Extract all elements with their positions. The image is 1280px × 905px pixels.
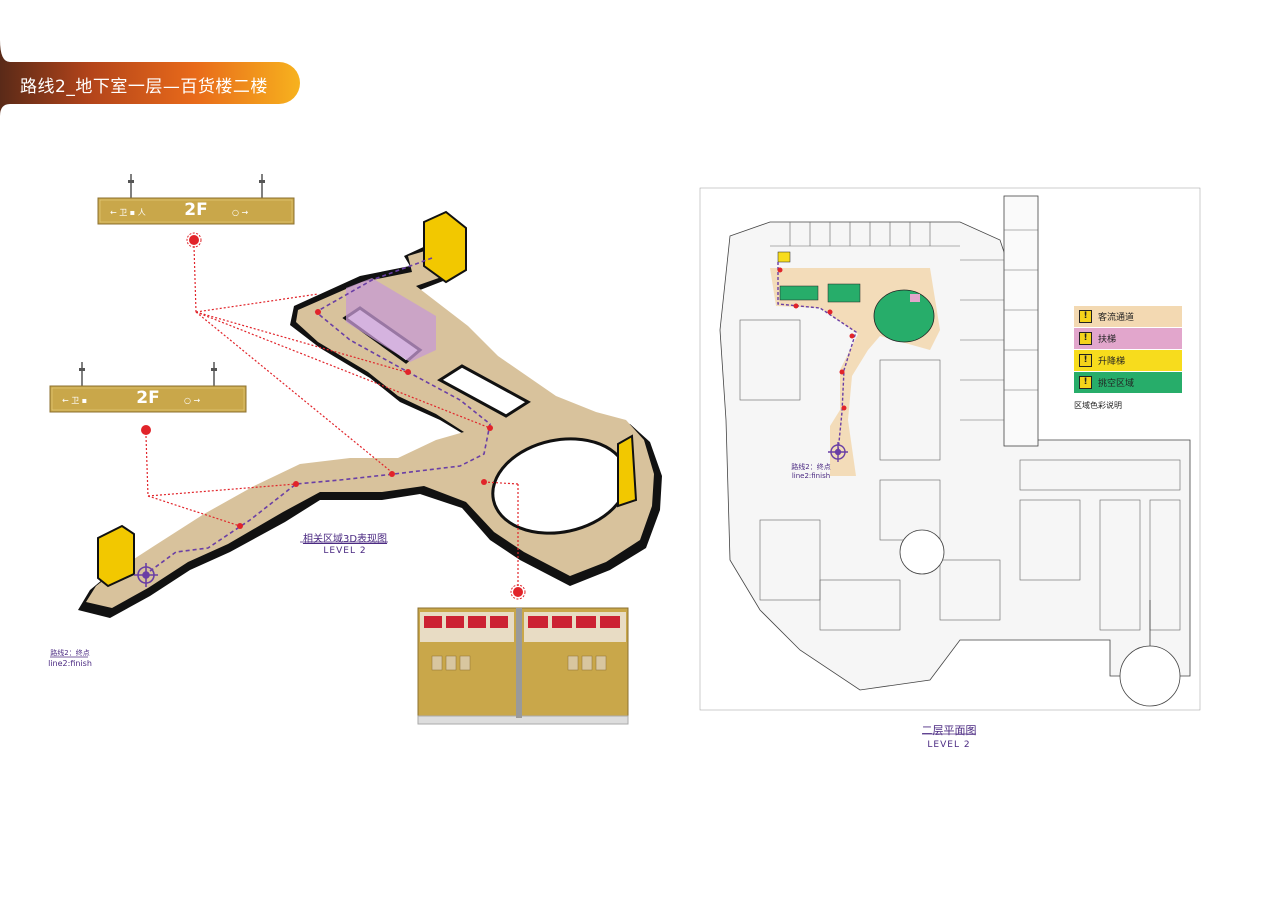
3d-elevator-2 [617, 434, 638, 508]
banner-tail-bottom [0, 104, 10, 116]
legend-title: 区域色彩说明 [1074, 401, 1122, 410]
legend-item-elevator: ! 升降梯 [1074, 350, 1182, 371]
title-banner: 路线2_地下室一层—百货楼二楼 [0, 62, 300, 104]
left-route-label-en: line2:finish [48, 659, 92, 668]
hanging-sign-mid: ← 卫 ▪ ○ → [49, 362, 247, 413]
wall-panel [417, 607, 629, 725]
floorplan-level: LEVEL 2 [927, 740, 971, 750]
plan-route-label-cn: 路线2：终点 [791, 463, 831, 471]
3d-path-model [78, 210, 662, 618]
warning-icon: ! [1079, 354, 1092, 367]
left-route-label-cn: 路线2：终点 [50, 649, 90, 657]
legend-item-corridor: ! 客流通道 [1074, 306, 1182, 327]
leader-bullets [141, 232, 526, 600]
finish-target-plan [828, 442, 848, 462]
finish-target-3d [134, 563, 158, 587]
left-diagram-level: LEVEL 2 [323, 546, 367, 556]
legend-item-void: ! 挑空区域 [1074, 372, 1182, 393]
3d-route [145, 257, 491, 575]
warning-icon: ! [1079, 332, 1092, 345]
3d-escalator [346, 278, 436, 362]
svg-text:← 卫 ▪: ← 卫 ▪ [62, 396, 87, 405]
svg-text:○ →: ○ → [184, 396, 201, 405]
plan-void-area [873, 289, 935, 343]
svg-text:← 卫 ▪ 人: ← 卫 ▪ 人 [110, 208, 146, 217]
legend-item-escalator: ! 扶梯 [1074, 328, 1182, 349]
left-diagram-caption: 相关区域3D表现图 [302, 534, 388, 545]
plan-overlays [770, 251, 940, 476]
sign-mid-floor-label: 2F [136, 388, 160, 408]
sign-top-floor-label: 2F [184, 200, 208, 220]
page-title: 路线2_地下室一层—百货楼二楼 [20, 77, 268, 97]
hanging-sign-top: ← 卫 ▪ 人 ○ → [97, 174, 295, 225]
leader-lines [145, 245, 519, 590]
floorplan-caption: 二层平面图 [921, 724, 977, 737]
3d-elevator-1 [423, 210, 467, 284]
banner-tail [0, 40, 10, 62]
3d-elevator-3 [97, 524, 135, 588]
plan-route-label-en: line2:finish [791, 472, 831, 480]
svg-text:○ →: ○ → [232, 208, 249, 217]
plan-route [777, 262, 857, 453]
warning-icon: ! [1079, 376, 1092, 389]
floor-plan [699, 187, 1201, 711]
warning-icon: ! [1079, 310, 1092, 323]
